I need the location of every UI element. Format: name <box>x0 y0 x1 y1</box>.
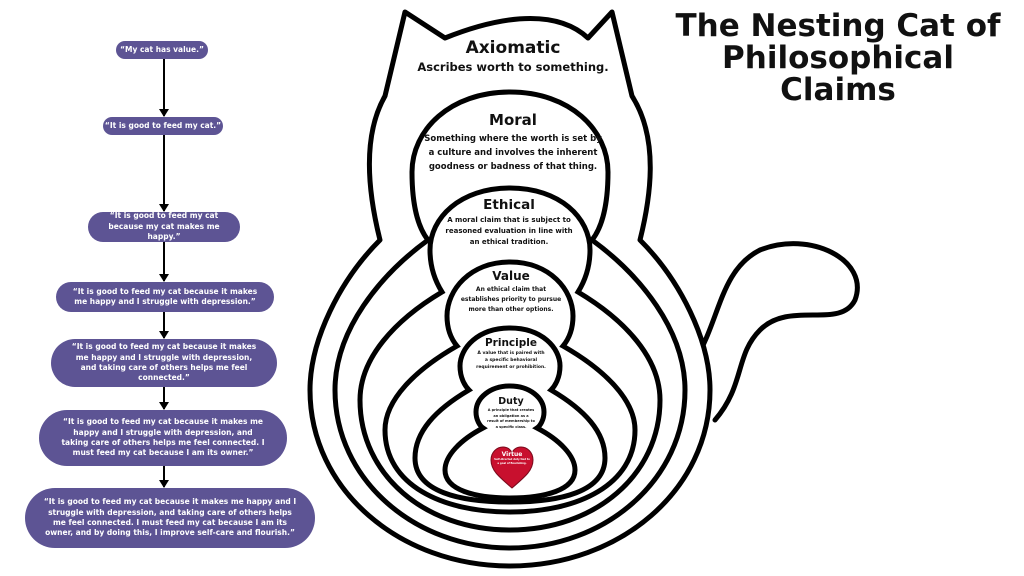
layer-title: Axiomatic <box>465 38 561 58</box>
claim-pill-duty: “It is good to feed my cat because it ma… <box>39 410 287 466</box>
layer-label-principle: Principle A value that is paired with a … <box>476 337 546 371</box>
layer-title: Virtue <box>501 451 523 458</box>
claim-text: “It is good to feed my cat because it ma… <box>43 497 297 538</box>
claim-text: “It is good to feed my cat because my ca… <box>108 211 220 242</box>
layer-title: Ethical <box>483 197 535 213</box>
layer-label-duty: Duty A principle that creates an obligat… <box>487 396 535 430</box>
virtue-heart <box>490 446 534 489</box>
claim-arrow <box>159 312 169 339</box>
cat-layer-duty <box>442 383 578 501</box>
claim-pill-value: “It is good to feed my cat because it ma… <box>56 282 274 312</box>
layer-title: Value <box>492 269 530 283</box>
claim-arrow <box>159 242 169 282</box>
layer-title: Principle <box>484 337 537 349</box>
layer-description: An ethical claim that establishes priori… <box>460 286 562 313</box>
page-title: The Nesting Cat of Philosophical Claims <box>668 10 1008 106</box>
claim-arrow <box>159 135 169 212</box>
claim-arrow <box>159 387 169 410</box>
claim-text: “It is good to feed my cat.” <box>104 120 222 130</box>
claim-arrow <box>159 466 169 488</box>
layer-description: Ascribes worth to something. <box>417 60 609 74</box>
cat-tail <box>692 241 860 423</box>
claim-text: “It is good to feed my cat because it ma… <box>71 342 257 383</box>
claim-arrow <box>159 59 169 117</box>
title-line-2: Philosophical Claims <box>722 40 954 108</box>
claim-text: “It is good to feed my cat because it ma… <box>61 417 265 458</box>
layer-label-virtue: Virtue Self-directed duty tied to a goal… <box>494 451 530 465</box>
layer-label-moral: Moral Something where the worth is set b… <box>420 111 606 174</box>
layer-label-ethical: Ethical A moral claim that is subject to… <box>445 197 573 248</box>
claim-pill-virtue: “It is good to feed my cat because it ma… <box>25 488 315 548</box>
layer-description: A value that is paired with a specific b… <box>476 351 546 370</box>
title-line-1: The Nesting Cat of <box>675 8 1001 44</box>
layer-title: Duty <box>498 396 524 407</box>
claim-pill-moral: “It is good to feed my cat.” <box>103 117 223 135</box>
layer-description: Self-directed duty tied to a goal of flo… <box>494 458 530 465</box>
claim-pill-principle: “It is good to feed my cat because it ma… <box>51 339 277 387</box>
layer-title: Moral <box>489 111 537 129</box>
layer-label-value: Value An ethical claim that establishes … <box>460 269 562 315</box>
layer-description: Something where the worth is set by a cu… <box>424 134 602 172</box>
claim-pill-ethical: “It is good to feed my cat because my ca… <box>88 211 240 242</box>
layer-description: A moral claim that is subject to reasone… <box>445 216 573 246</box>
layer-label-axiomatic: Axiomatic Ascribes worth to something. <box>400 38 626 74</box>
layer-description: A principle that creates an obligation a… <box>487 408 535 429</box>
claim-text: “It is good to feed my cat because it ma… <box>72 286 258 306</box>
claim-pill-axiomatic: “My cat has value.” <box>116 41 208 59</box>
claim-text: “My cat has value.” <box>120 44 204 54</box>
